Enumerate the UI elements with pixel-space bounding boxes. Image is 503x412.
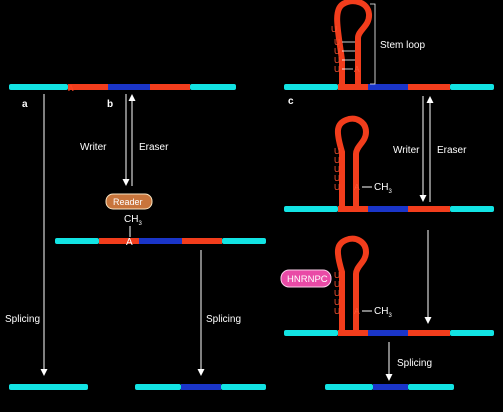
u-base: U (334, 64, 340, 74)
spliced-strand-b (135, 384, 266, 390)
u-base: U (334, 37, 340, 47)
methyl-label-c1: CH3 (374, 182, 392, 195)
writer-label-b: Writer (80, 142, 107, 153)
u-base: U (334, 182, 340, 192)
hnrnpc-protein: HNRNPC (280, 269, 332, 288)
mrna-strand-top-left (9, 84, 236, 90)
u-base: U (334, 297, 340, 307)
base-pair-lines-top (342, 41, 355, 70)
panel-label-a: a (22, 99, 28, 110)
splicing-label-a: Splicing (5, 314, 40, 325)
strand-middle-right (284, 206, 494, 212)
a-base: A (354, 306, 360, 316)
stem-loop-bracket (370, 3, 376, 85)
u-base: U (334, 155, 340, 165)
stem-loop-top (334, 0, 372, 87)
reader-label: Reader (113, 197, 143, 207)
spliced-strand-c (325, 384, 454, 390)
panel-label-c: c (288, 96, 294, 107)
u-base: U (334, 55, 340, 65)
stem-loop-bottom (334, 235, 370, 333)
writer-label-c: Writer (393, 145, 420, 156)
splicing-label-b: Splicing (206, 314, 241, 325)
u-base: U (334, 306, 340, 316)
splicing-label-c: Splicing (397, 358, 432, 369)
strand-bottom-right (284, 330, 494, 336)
u-base: U (334, 146, 340, 156)
eraser-label-b: Eraser (139, 142, 169, 153)
spliced-strand-a (9, 384, 88, 390)
u-base: U (334, 279, 340, 289)
u-base: U (334, 288, 340, 298)
methyl-label-b: CH3 (124, 214, 142, 227)
u-base: U (331, 24, 337, 34)
a-base: A (354, 64, 360, 74)
stem-loop-label: Stem loop (380, 40, 425, 51)
strand-top-right (284, 84, 494, 90)
methyl-label-c2: CH3 (374, 306, 392, 319)
u-base: U (334, 173, 340, 183)
hnrnpc-label: HNRNPC (287, 274, 328, 285)
reader-protein: Reader (105, 193, 153, 210)
stem-loop-middle (334, 115, 370, 209)
u-base: U (334, 164, 340, 174)
a-base: A (354, 182, 360, 192)
panel-label-b: b (107, 99, 113, 110)
mrna-strand-middle-left (55, 238, 266, 244)
eraser-label-c: Eraser (437, 145, 467, 156)
u-base: U (334, 46, 340, 56)
u-base: U (334, 270, 340, 280)
adenosine-label-b: A (126, 237, 133, 248)
adenosine-label-a: A (68, 84, 74, 93)
